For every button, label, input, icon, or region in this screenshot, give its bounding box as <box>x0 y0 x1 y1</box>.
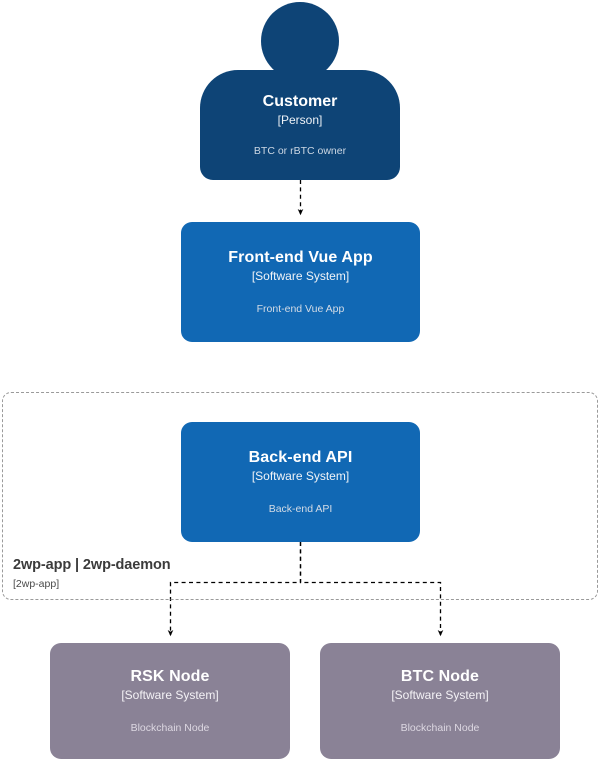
node-btc-description: Blockchain Node <box>400 721 480 734</box>
node-customer-name: Customer <box>262 92 338 110</box>
node-btc-name: BTC Node <box>400 668 480 686</box>
node-btc-type: [Software System] <box>391 688 489 703</box>
node-customer[interactable]: Customer [Person] BTC or rBTC owner <box>200 2 400 180</box>
node-backend-type: [Software System] <box>251 469 350 484</box>
node-frontend-description: Front-end Vue App <box>256 302 345 315</box>
node-backend-description: Back-end API <box>268 502 333 515</box>
node-customer-description: BTC or rBTC owner <box>253 145 347 158</box>
node-rsk-node[interactable]: RSK Node [Software System] Blockchain No… <box>50 643 290 759</box>
node-btc-node[interactable]: BTC Node [Software System] Blockchain No… <box>320 643 560 759</box>
person-head-icon <box>261 2 339 80</box>
node-rsk-name: RSK Node <box>130 668 210 686</box>
node-backend-name: Back-end API <box>248 449 353 467</box>
boundary-2wp-app: 2wp-app | 2wp-daemon [2wp-app] <box>2 392 598 600</box>
node-rsk-description: Blockchain Node <box>130 721 210 734</box>
person-body: Customer [Person] BTC or rBTC owner <box>200 70 400 180</box>
boundary-sublabel: [2wp-app] <box>13 578 60 590</box>
node-customer-type: [Person] <box>277 112 323 127</box>
node-backend-api[interactable]: Back-end API [Software System] Back-end … <box>181 422 420 542</box>
node-frontend-vue-app[interactable]: Front-end Vue App [Software System] Fron… <box>181 222 420 342</box>
node-frontend-name: Front-end Vue App <box>228 249 373 267</box>
node-frontend-type: [Software System] <box>251 269 350 284</box>
boundary-label: 2wp-app | 2wp-daemon <box>13 557 171 573</box>
node-rsk-type: [Software System] <box>121 688 219 703</box>
